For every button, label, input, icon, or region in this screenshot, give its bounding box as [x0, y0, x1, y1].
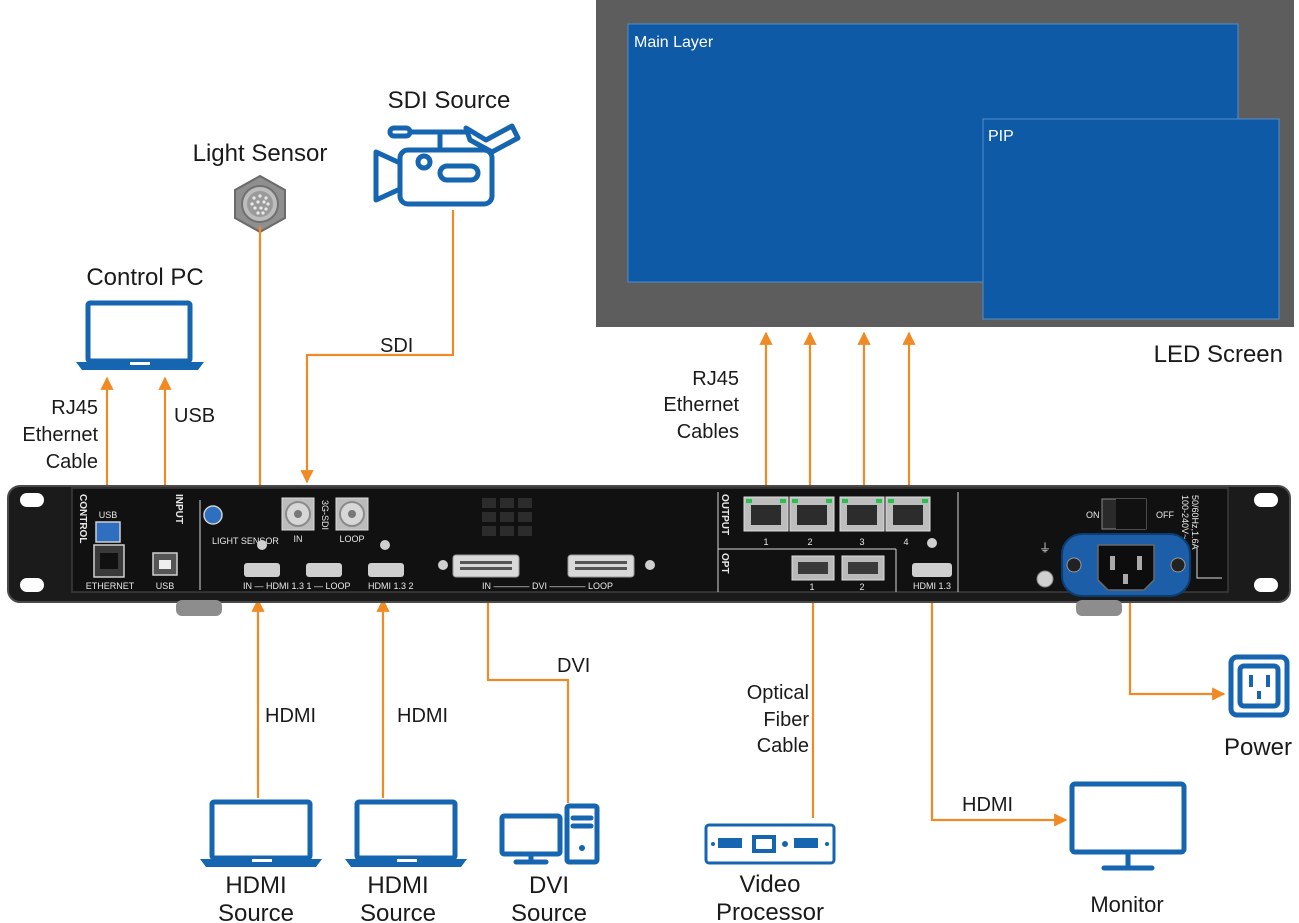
power-label: Power	[1224, 734, 1292, 761]
output-port-3	[839, 496, 885, 532]
video-camera-icon	[373, 123, 521, 207]
hdmi1-cable-label: HDMI	[265, 705, 316, 727]
switcher-device: CONTROL USB ETHERNET USB INPUT LIGHT SEN…	[7, 485, 1291, 616]
usb-port-bottom-label: USB	[156, 581, 175, 591]
optical-cable-label-3: Cable	[757, 735, 809, 757]
ground-icon: ⏚	[1039, 541, 1051, 555]
dvi-source-label-1: DVI	[529, 872, 569, 899]
hdmi2-label: HDMI 1.3 2	[368, 581, 414, 591]
rj45-cable-label-3: Cable	[46, 451, 98, 473]
hdmi-source-1-label-2: Source	[218, 900, 294, 923]
pip-label: PIP	[988, 128, 1014, 145]
output-port-2	[789, 496, 835, 532]
output-port-2-label: 2	[807, 537, 812, 547]
dvi-source-label-2: Source	[511, 900, 587, 923]
output-port-1-label: 1	[763, 537, 768, 547]
rj45-cables-label-3: Cables	[677, 421, 739, 443]
pip-window	[982, 118, 1280, 320]
hdmi-out-cable-label: HDMI	[962, 794, 1013, 816]
sdi-loop-label: LOOP	[339, 534, 364, 544]
rating-line-1: 50/60Hz,1.6A	[1190, 495, 1200, 550]
output-port-3-label: 3	[859, 537, 864, 547]
dvi-loop-port	[567, 554, 635, 578]
rj45-cable-label-1: RJ45	[51, 397, 98, 419]
optical-cable-label-1: Optical	[747, 682, 809, 704]
hdmi-source-1-label-1: HDMI	[225, 872, 286, 899]
rj45-cable-label-2: Ethernet	[22, 424, 98, 446]
hdmi2-in-port	[368, 563, 404, 577]
light-sensor-port-label: LIGHT SENSOR	[212, 536, 279, 546]
ethernet-port-label: ETHERNET	[86, 581, 135, 591]
dvi-label: IN ———— DVI ———— LOOP	[482, 581, 613, 591]
opt-port-1-label: 1	[809, 582, 814, 592]
laptop-icon	[345, 799, 467, 867]
light-sensor-icon	[234, 174, 286, 234]
led-screen-caption: LED Screen	[1154, 341, 1283, 368]
rating-line-2: 100-240V~	[1180, 495, 1190, 539]
usb-cable-label: USB	[174, 405, 215, 427]
usb-a-port	[95, 521, 121, 543]
output-port-4-label: 4	[903, 537, 908, 547]
laptop-icon	[76, 300, 204, 370]
rj45-cables-label-2: Ethernet	[663, 394, 739, 416]
hdmi2-cable-label: HDMI	[397, 705, 448, 727]
rj45-cables-label-1: RJ45	[692, 368, 739, 390]
switch-off-label: OFF	[1156, 510, 1174, 520]
sdi-in-port	[281, 497, 315, 531]
hdmi1-loop-port	[306, 563, 342, 577]
hdmi1-in-port	[244, 563, 280, 577]
video-processor-icon	[704, 823, 836, 865]
monitor-icon	[1069, 781, 1187, 871]
rack-hole	[1254, 493, 1278, 507]
dvi-cable-label: DVI	[557, 655, 590, 677]
sdi-source-label: SDI Source	[388, 87, 511, 114]
input-section-label: INPUT	[173, 494, 184, 524]
optical-cable-label-2: Fiber	[763, 709, 809, 731]
rack-hole	[1254, 578, 1278, 592]
light-sensor-port	[203, 505, 223, 525]
output-port-1	[743, 496, 789, 532]
output-section-label: OUTPUT	[719, 494, 730, 535]
control-pc-label: Control PC	[86, 264, 203, 291]
opt-section-label: OPT	[719, 553, 730, 574]
power-outlet-icon	[1228, 654, 1290, 718]
rack-hole	[20, 493, 44, 507]
sdi-type-label: 3G-SDI	[320, 500, 330, 530]
dvi-in-port	[452, 554, 520, 578]
switch-on-label: ON	[1086, 510, 1100, 520]
video-processor-label-2: Processor	[716, 899, 824, 923]
main-layer-label: Main Layer	[634, 34, 714, 51]
light-sensor-label: Light Sensor	[193, 140, 328, 167]
opt-port-2-label: 2	[859, 582, 864, 592]
usb-port-top-label: USB	[99, 510, 118, 520]
sdi-in-label: IN	[294, 534, 303, 544]
hdmi-out-port	[912, 563, 952, 577]
desktop-pc-icon	[499, 803, 600, 865]
sdi-loop-port	[335, 497, 369, 531]
sdi-cable-label: SDI	[380, 335, 413, 357]
hdmi-source-2-label-2: Source	[360, 900, 436, 923]
led-screen: Main Layer PIP LED Screen	[596, 0, 1294, 368]
laptop-icon	[200, 799, 322, 867]
hdmi-out-label: HDMI 1.3	[913, 581, 951, 591]
power-inlet	[1061, 533, 1191, 597]
hdmi1-label: IN — HDMI 1.3 1 — LOOP	[243, 581, 351, 591]
monitor-label: Monitor	[1090, 892, 1163, 917]
video-processor-label-1: Video	[740, 871, 801, 898]
control-section-label: CONTROL	[77, 494, 88, 543]
vent-grid	[482, 498, 532, 536]
rack-hole	[20, 578, 44, 592]
hdmi-source-2-label-1: HDMI	[367, 872, 428, 899]
output-port-4	[885, 496, 931, 532]
